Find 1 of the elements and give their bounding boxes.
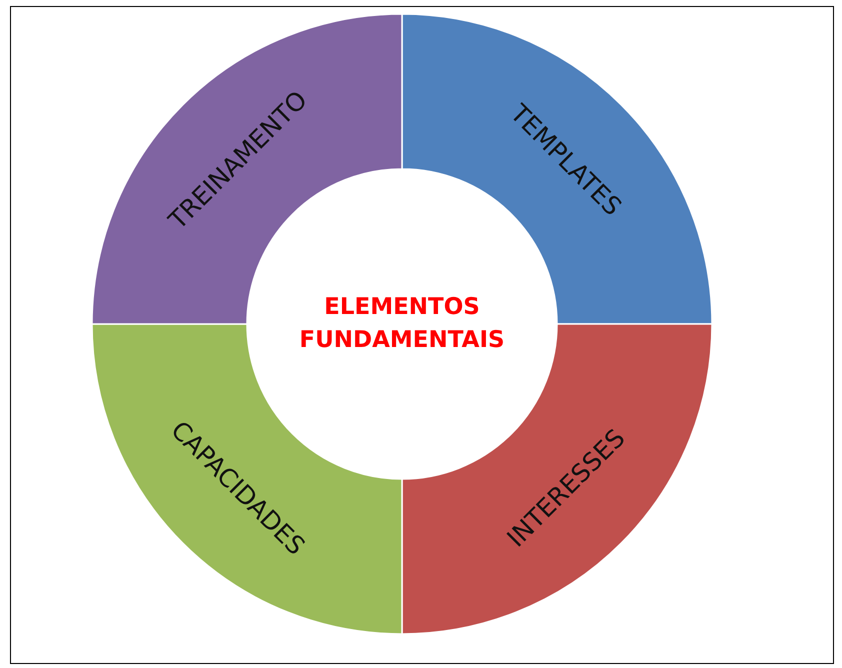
center-title: ELEMENTOS FUNDAMENTAIS [298,292,506,355]
